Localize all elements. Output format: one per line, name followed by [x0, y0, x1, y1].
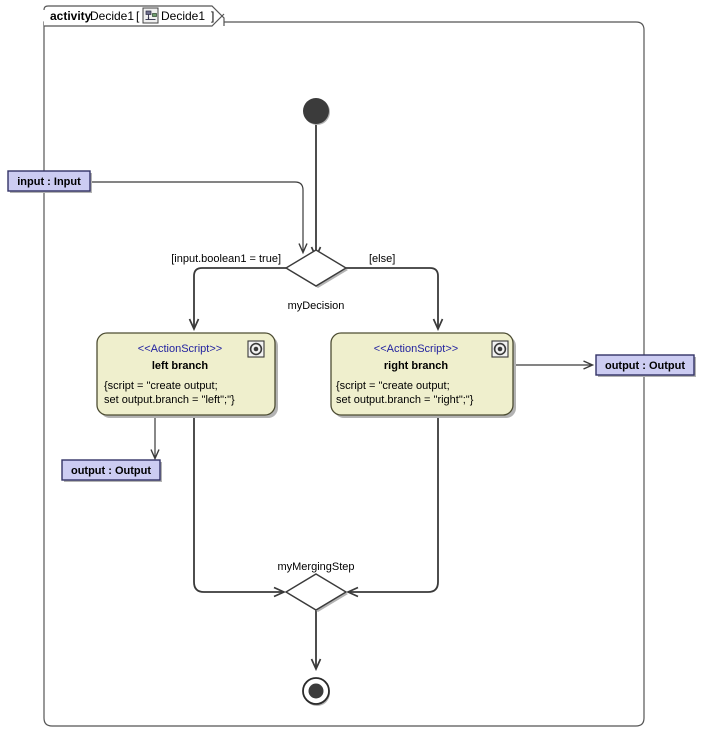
pin-output-left[interactable]: output : Output: [61, 459, 162, 482]
frame-label: activity Decide1 [: [50, 9, 140, 23]
pin-input[interactable]: input : Input: [7, 170, 92, 193]
initial-node[interactable]: [303, 98, 330, 125]
frame-name: Decide1: [90, 9, 134, 23]
merge-node-label: myMergingStep: [277, 561, 354, 573]
pin-input-label: input : Input: [17, 176, 81, 188]
frame-label-tail: Decide1 ]: [161, 9, 214, 23]
merge-node[interactable]: [284, 573, 348, 612]
frame-bracket-open: [: [136, 9, 140, 23]
activity-final-node[interactable]: [302, 677, 330, 706]
action-node-right-branch[interactable]: <<ActionScript>> right branch {script = …: [330, 332, 516, 418]
action-left-script-line1: {script = "create output;: [104, 380, 218, 392]
gear-icon[interactable]: [491, 340, 509, 358]
edge-right-branch-to-merge: [349, 418, 439, 592]
action-right-script-line1: {script = "create output;: [336, 380, 450, 392]
guard-true-label: [input.boolean1 = true]: [171, 253, 281, 265]
guard-else-label: [else]: [369, 253, 395, 265]
action-right-script-line2: set output.branch = "right";"}: [336, 394, 474, 406]
action-left-stereotype: <<ActionScript>>: [138, 343, 222, 355]
frame-keyword: activity: [50, 9, 92, 23]
action-node-left-branch[interactable]: <<ActionScript>> left branch {script = "…: [96, 332, 278, 418]
decision-node-label: myDecision: [288, 300, 345, 312]
activity-diagram-icon: [142, 7, 159, 24]
frame-bracket-close: ]: [211, 9, 214, 23]
edge-decision-to-left-branch: [194, 267, 286, 328]
pin-output-right[interactable]: output : Output: [595, 354, 696, 377]
edge-input-to-decision: [92, 181, 308, 255]
action-right-stereotype: <<ActionScript>>: [374, 343, 458, 355]
gear-icon[interactable]: [247, 340, 265, 358]
pin-output-left-label: output : Output: [71, 465, 151, 477]
edge-left-branch-to-merge: [193, 418, 283, 592]
action-left-script-line2: set output.branch = "left";"}: [104, 394, 235, 406]
decision-node[interactable]: [284, 249, 348, 288]
edge-decision-to-right-branch: [346, 267, 438, 328]
action-left-name: left branch: [152, 360, 209, 372]
pin-output-right-label: output : Output: [605, 360, 685, 372]
action-right-name: right branch: [384, 360, 448, 372]
frame-inner-name: Decide1: [161, 9, 205, 23]
